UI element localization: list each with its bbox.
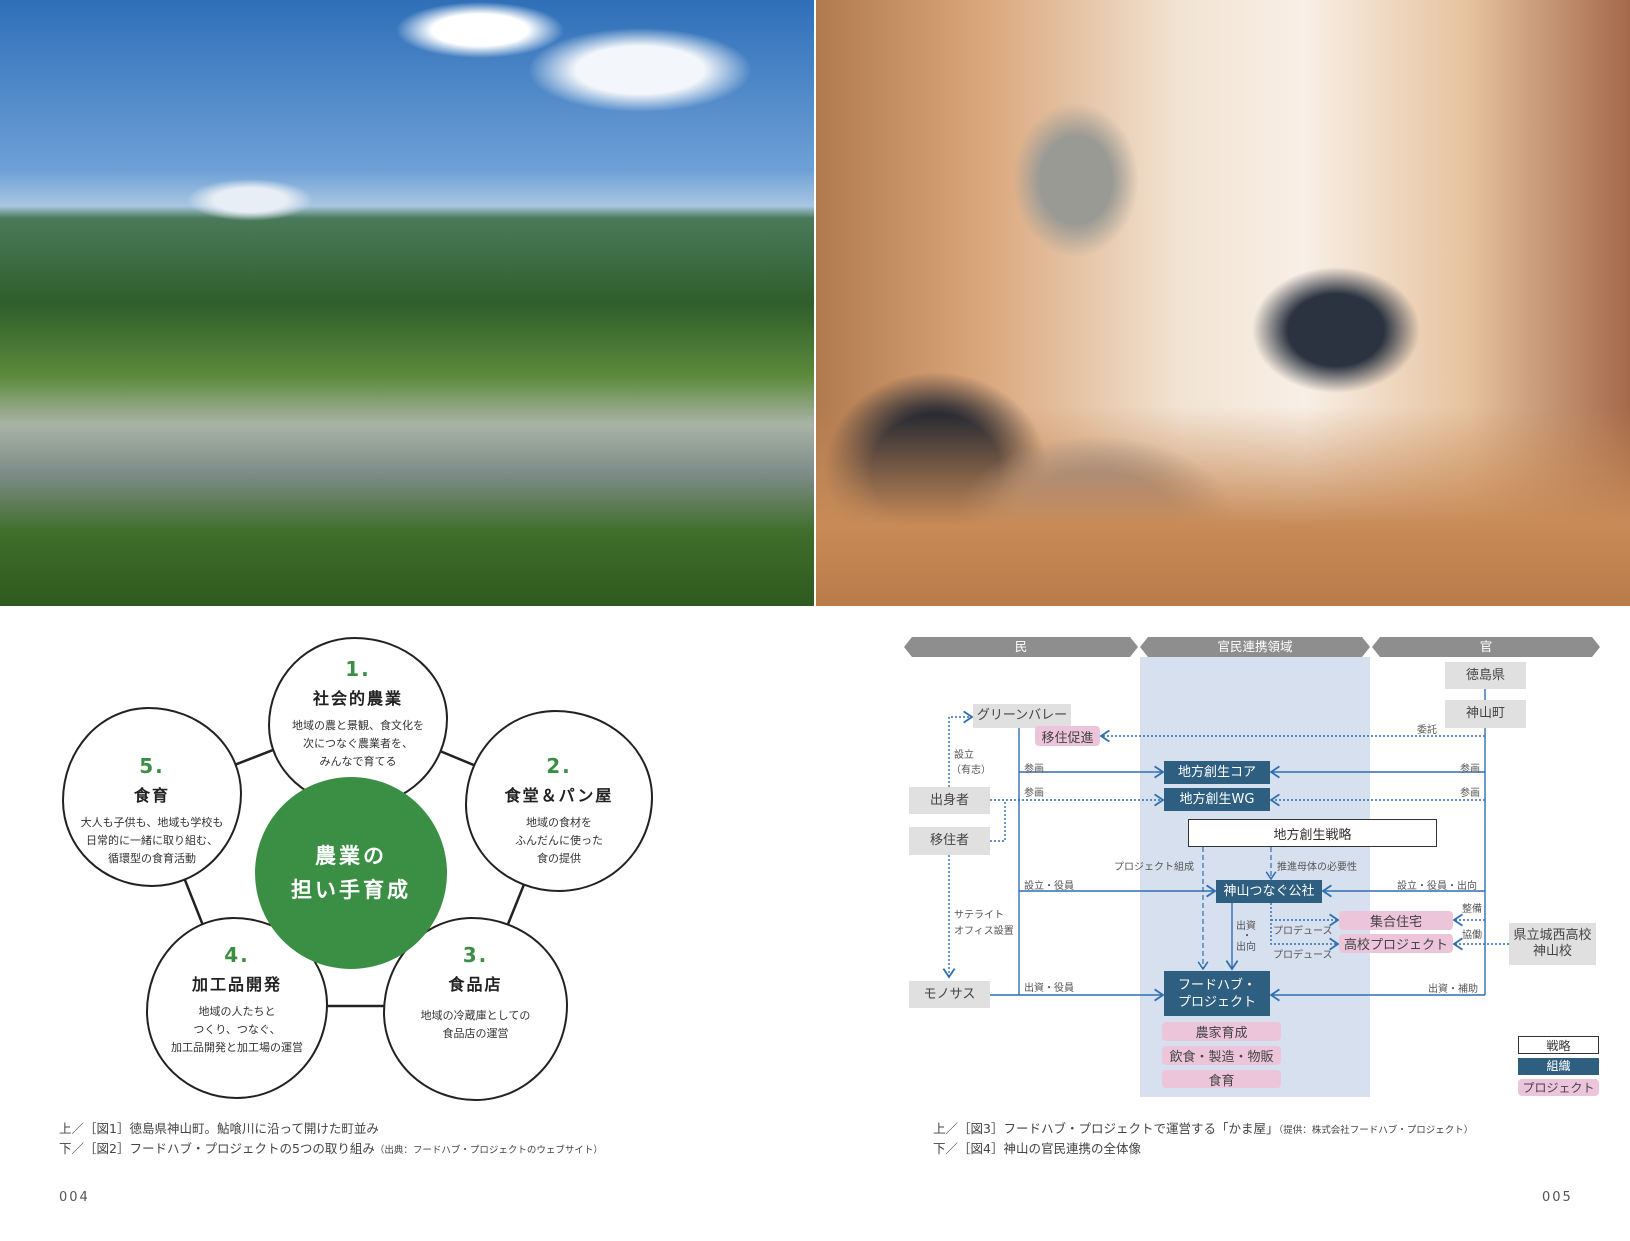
page-number-right: 005: [1542, 1190, 1573, 1205]
item-number: 5.: [139, 754, 165, 778]
desc-line: ふんだんに使った: [515, 834, 603, 847]
label-investment-officers: 出資・役員: [1024, 983, 1074, 994]
label-need-for-body: 推進母体の必要性: [1277, 862, 1357, 873]
label-commission: 委託: [1417, 725, 1437, 736]
item-number: 3.: [462, 943, 489, 967]
label-founding-officers-secondment: 設立・役員・出向: [1397, 881, 1477, 892]
box-farmer-training: 農家育成: [1162, 1022, 1281, 1041]
box-regional-core: 地方創生コア: [1164, 761, 1270, 784]
foodhub-line: プロジェクト: [1177, 994, 1256, 1010]
desc-line: 地域の農と景観、食文化を: [292, 719, 424, 732]
header-partnership: 官民連携領域: [1140, 637, 1370, 657]
caption-source: （提供：株式会社フードハブ・プロジェクト）: [1278, 1125, 1474, 1136]
fig2-center-circle: 農業の 担い手育成: [255, 777, 447, 969]
desc-line: 食品店の運営: [442, 1027, 509, 1040]
item-number: 2.: [546, 754, 572, 778]
label-office-setup: オフィス設置: [954, 926, 1014, 937]
desc-line: みんなで育てる: [319, 755, 397, 768]
caption-source: （出典：フードハブ・プロジェクトのウェブサイト）: [374, 1145, 603, 1156]
box-natives: 出身者: [909, 787, 990, 814]
box-monosas: モノサス: [909, 981, 990, 1008]
desc-line: 循環型の食育活動: [108, 852, 196, 865]
label-secondment: 出向: [1236, 942, 1256, 953]
desc-line: 次につなぐ農業者を、: [303, 737, 413, 750]
desc-line: つくり、つなぐ、: [193, 1023, 281, 1036]
item-title: 食品店: [448, 975, 503, 994]
label-founding-officers: 設立・役員: [1024, 881, 1074, 892]
school-line: 神山校: [1532, 944, 1572, 959]
center-line: 農業の: [315, 844, 387, 868]
box-regional-wg: 地方創生WG: [1164, 788, 1270, 811]
desc-line: 大人も子供も、地域も学校も: [80, 816, 224, 829]
box-regional-strategy: 地方創生戦略: [1188, 819, 1437, 847]
center-line: 担い手育成: [291, 878, 411, 902]
caption-fig4: 下／［図4］神山の官民連携の全体像: [933, 1141, 1141, 1156]
box-tokushima-pref: 徳島県: [1445, 662, 1526, 689]
box-food-education: 食育: [1162, 1070, 1281, 1089]
legend-project: プロジェクト: [1518, 1079, 1599, 1096]
label-investment-subsidy: 出資・補助: [1428, 984, 1478, 995]
photo-kamaya-restaurant: [816, 0, 1630, 606]
label-maintenance: 整備: [1462, 904, 1482, 915]
label-collaboration: 協働: [1462, 930, 1482, 941]
fig2-item-2: 2. 食堂＆パン屋 地域の食材をふんだんに使った食の提供: [465, 710, 653, 892]
item-number: 1.: [345, 657, 371, 681]
school-line: 県立城西高校: [1513, 928, 1592, 943]
item-title: 加工品開発: [191, 975, 282, 994]
page-number-left: 004: [59, 1190, 90, 1205]
item-title: 食堂＆パン屋: [504, 786, 614, 805]
caption-text: 上／［図3］フードハブ・プロジェクトで運営する「かま屋」: [933, 1121, 1279, 1136]
box-food-retail: 飲食・製造・物販: [1162, 1046, 1281, 1065]
caption-fig2: 下／［図2］フードハブ・プロジェクトの5つの取り組み（出典：フードハブ・プロジェ…: [59, 1138, 603, 1157]
label-produce: プロデュース: [1273, 950, 1333, 961]
legend-organization: 組織: [1518, 1058, 1599, 1075]
box-highschool-project: 高校プロジェクト: [1339, 934, 1453, 953]
label-satellite: サテライト: [954, 910, 1004, 921]
fig2-item-4: 4. 加工品開発 地域の人たちとつくり、つなぐ、加工品開発と加工場の運営: [146, 917, 328, 1099]
item-title: 食育: [133, 786, 170, 805]
photo-kamiyama-town: [0, 0, 814, 606]
label-produce: プロデュース: [1273, 926, 1333, 937]
box-housing: 集合住宅: [1339, 911, 1453, 930]
box-migrants: 移住者: [909, 827, 990, 855]
box-green-valley: グリーンバレー: [973, 704, 1071, 728]
fig2-item-5: 5. 食育 大人も子供も、地域も学校も日常的に一緒に取り組む、循環型の食育活動: [62, 707, 242, 887]
header-public: 官: [1372, 637, 1600, 657]
legend-strategy: 戦略: [1518, 1036, 1599, 1054]
caption-fig3: 上／［図3］フードハブ・プロジェクトで運営する「かま屋」（提供：株式会社フードハ…: [933, 1118, 1473, 1137]
label-investment: 出資: [1236, 921, 1256, 932]
desc-line: 地域の食材を: [526, 816, 592, 829]
item-title: 社会的農業: [312, 689, 403, 708]
caption-fig1: 上／［図1］徳島県神山町。鮎喰川に沿って開けた町並み: [59, 1121, 379, 1136]
label-participate: 参画: [1024, 788, 1044, 799]
fig2-item-3: 3. 食品店 地域の冷蔵庫としての食品店の運営: [383, 917, 568, 1101]
box-foodhub-project: フードハブ・プロジェクト: [1164, 971, 1270, 1016]
label-volunteers: （有志）: [951, 765, 991, 776]
desc-line: 食の提供: [537, 852, 581, 865]
caption-text: 下／［図2］フードハブ・プロジェクトの5つの取り組み: [59, 1141, 375, 1156]
desc-line: 地域の冷蔵庫としての: [420, 1009, 531, 1022]
label-participate: 参画: [1460, 764, 1480, 775]
box-tsunagu-corp: 神山つなぐ公社: [1216, 880, 1322, 903]
item-number: 4.: [224, 943, 250, 967]
box-migration-promotion: 移住促進: [1035, 726, 1100, 746]
desc-line: 加工品開発と加工場の運営: [171, 1041, 303, 1054]
desc-line: 地域の人たちと: [198, 1005, 276, 1018]
foodhub-line: フードハブ・: [1177, 977, 1256, 993]
desc-line: 日常的に一緒に取り組む、: [86, 834, 218, 847]
box-kamiyama-town: 神山町: [1445, 700, 1526, 728]
label-project-formation: プロジェクト組成: [1114, 862, 1194, 873]
header-private: 民: [904, 637, 1138, 657]
label-founded: 設立: [954, 750, 974, 761]
box-jousei-highschool: 県立城西高校神山校: [1509, 923, 1596, 965]
label-participate: 参画: [1460, 788, 1480, 799]
label-separator: ・: [1242, 931, 1252, 942]
label-participate: 参画: [1024, 764, 1044, 775]
